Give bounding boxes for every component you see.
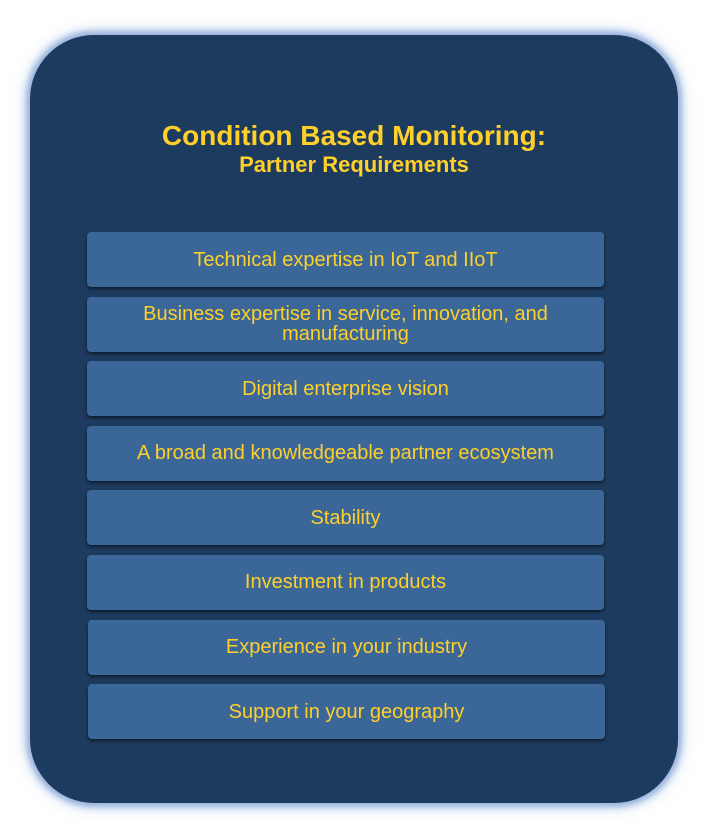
requirement-item-stability: Stability <box>87 490 604 546</box>
requirement-item-partner-ecosystem: A broad and knowledgeable partner ecosys… <box>87 425 604 481</box>
requirement-label: Business expertise in service, innovatio… <box>143 303 548 346</box>
requirement-label: Technical expertise in IoT and IIoT <box>193 248 498 271</box>
requirement-item-investment: Investment in products <box>87 554 604 610</box>
requirement-item-business-expertise: Business expertise in service, innovatio… <box>87 296 604 352</box>
panel-subtitle: Partner Requirements <box>239 152 469 177</box>
requirement-label: Stability <box>310 506 381 529</box>
requirement-label: Experience in your industry <box>225 636 468 659</box>
requirement-label: A broad and knowledgeable partner ecosys… <box>137 442 554 465</box>
requirement-item-industry-experience: Experience in your industry <box>88 619 605 675</box>
requirement-label: Investment in products <box>244 571 447 594</box>
requirements-panel: Condition Based Monitoring: Partner Requ… <box>30 35 678 803</box>
requirement-item-geography-support: Support in your geography <box>88 684 605 740</box>
requirement-label: Digital enterprise vision <box>242 377 449 400</box>
requirement-item-digital-vision: Digital enterprise vision <box>87 361 604 417</box>
requirements-list: Technical expertise in IoT and IIoT Busi… <box>87 232 605 749</box>
panel-title: Condition Based Monitoring: <box>161 120 547 151</box>
requirement-label: Support in your geography <box>228 700 465 723</box>
requirement-item-iot-expertise: Technical expertise in IoT and IIoT <box>87 232 604 287</box>
